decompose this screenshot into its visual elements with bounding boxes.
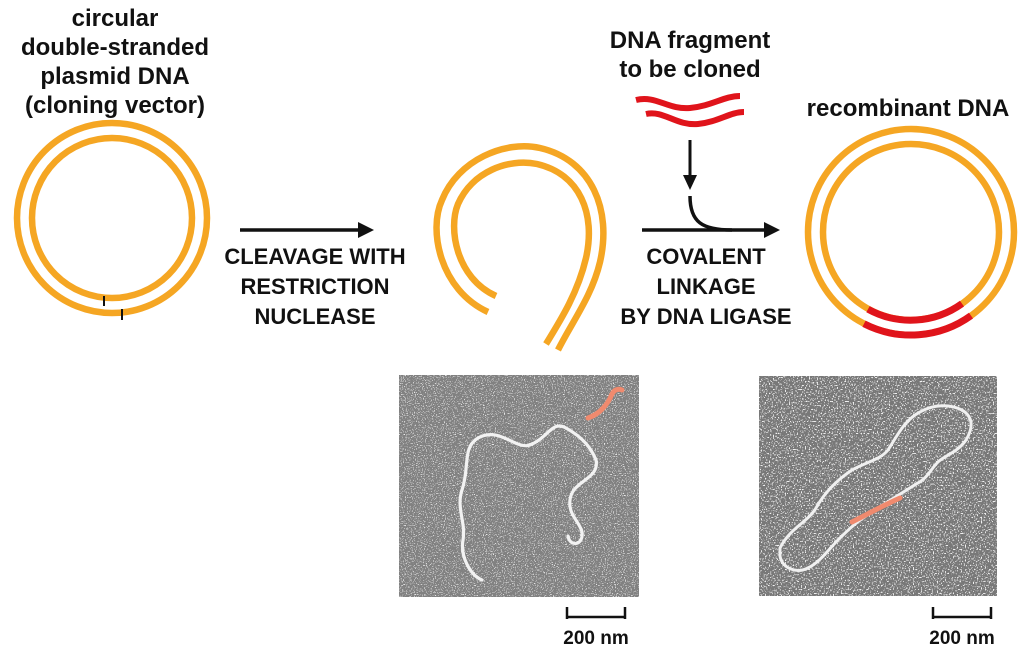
fragment-label: DNA fragment to be cloned <box>580 26 800 84</box>
dna-fragment <box>635 93 745 128</box>
fragment-label-line: to be cloned <box>619 56 761 83</box>
plasmid-outer-strand <box>13 119 211 317</box>
plasmid-label-line: plasmid DNA <box>40 63 190 90</box>
linear-inner-strand <box>450 159 593 346</box>
scale-label-right: 200 nm <box>929 628 995 649</box>
micrograph-linear-vector <box>399 375 639 597</box>
plasmid-label-line: circular <box>71 5 159 32</box>
cleavage-step-line: RESTRICTION <box>240 274 390 299</box>
scale-bar-right <box>931 607 993 619</box>
fragment-strand <box>585 386 625 421</box>
ligation-step-line: COVALENT <box>646 244 766 269</box>
fragment-label-line: DNA fragment <box>609 27 771 54</box>
insert-outer-strand <box>862 312 974 339</box>
scale-bar-left <box>565 607 627 619</box>
cleavage-step-line: CLEAVAGE WITH <box>224 244 406 269</box>
linear-outer-strand <box>433 143 607 352</box>
recombinant-inner-strand <box>819 140 1003 324</box>
recombinant-label: recombinant DNA <box>806 95 1010 122</box>
plasmid-label-line: double-stranded <box>20 34 209 61</box>
plasmid-label: circular double-stranded plasmid DNA (cl… <box>0 4 230 120</box>
linear-dna-strand <box>458 424 598 582</box>
arrow-cleavage <box>240 222 374 238</box>
micrograph-recombinant <box>759 376 997 596</box>
ligation-step-line: LINKAGE <box>656 274 756 299</box>
plasmid-inner-strand <box>28 134 196 302</box>
recombinant-outer-strand <box>804 125 1018 339</box>
cleavage-step-label: CLEAVAGE WITH RESTRICTION NUCLEASE <box>200 242 430 332</box>
plasmid-vector <box>13 119 211 320</box>
linearized-vector <box>433 143 607 352</box>
arrow-ligation <box>642 140 780 238</box>
ligation-step-label: COVALENT LINKAGE BY DNA LIGASE <box>596 242 816 332</box>
recombinant-dna <box>804 125 1018 339</box>
insert-strand <box>849 495 903 525</box>
ligation-step-line: BY DNA LIGASE <box>620 304 792 329</box>
circular-dna-strand <box>778 404 973 572</box>
cleavage-step-line: NUCLEASE <box>254 304 376 329</box>
scale-label-left: 200 nm <box>563 628 629 649</box>
insert-inner-strand <box>866 300 965 324</box>
plasmid-label-line: (cloning vector) <box>24 92 205 119</box>
